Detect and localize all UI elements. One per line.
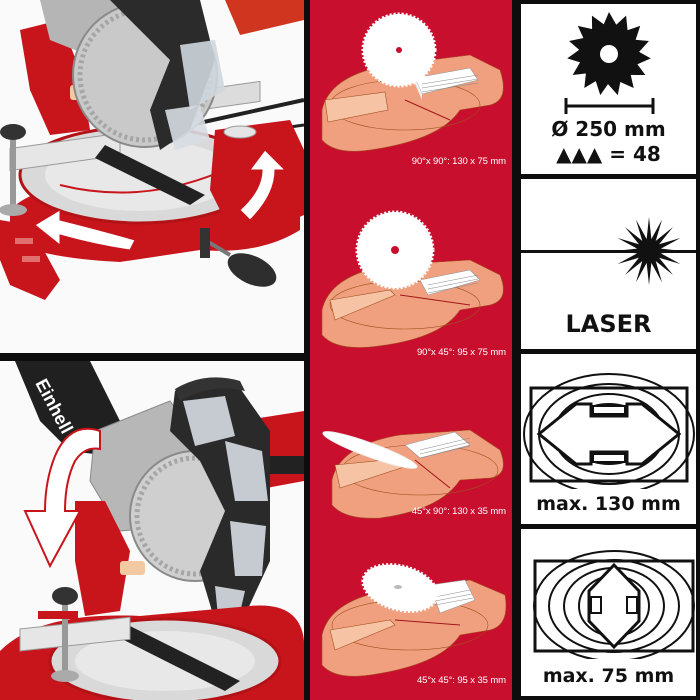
laser-spec-tile: LASER (521, 179, 696, 349)
bevel-tilt-photo: Einhell (0, 361, 304, 700)
miter-saw-turntable-illustration (0, 0, 304, 300)
miter-rotation-photo (0, 0, 304, 353)
diameter-dimension-icon (564, 98, 655, 114)
max-cut-width: max. 130 mm (536, 493, 681, 515)
cut-diagram-45x45: 45°x 45°: 95 x 35 mm (310, 525, 512, 700)
cut-label: 45°x 90°: 130 x 35 mm (411, 506, 506, 517)
cut-label: 90°x 90°: 130 x 75 mm (411, 156, 506, 167)
mitre-cut-illustration (321, 210, 504, 348)
bevel-cut-illustration (322, 429, 504, 519)
cut-capacity-column: 90°x 90°: 130 x 75 mm 90°x 45°: 95 x 75 … (310, 0, 512, 700)
straight-cut-illustration (321, 12, 504, 152)
saw-blade-tilted-icon (322, 431, 418, 469)
compound-cut-illustration (321, 563, 507, 677)
blade-spec-tile: Ø 250 mm ▲▲▲ = 48 (521, 4, 696, 174)
cut-label: 90°x 45°: 95 x 75 mm (416, 347, 506, 358)
saw-blade-white-icon (361, 563, 439, 613)
cut-diagram-45x90: 45°x 90°: 130 x 35 mm (310, 350, 512, 525)
max-width-spec-tile: max. 130 mm (521, 354, 696, 524)
max-cut-height: max. 75 mm (542, 665, 675, 687)
rotate-left-arrow-icon (34, 209, 136, 251)
laser-beam-line (521, 250, 696, 253)
laser-label: LASER (565, 310, 652, 338)
width-arrows-wood-icon (523, 373, 695, 489)
max-height-spec-tile: max. 75 mm (521, 529, 696, 696)
height-arrows-wood-icon (533, 550, 695, 659)
cut-label: 45°x 45°: 95 x 35 mm (416, 675, 506, 686)
saw-blade-white-icon (355, 210, 435, 290)
spec-icons-column: Ø 250 mm ▲▲▲ = 48 (517, 0, 700, 700)
saw-blade-icon (564, 12, 655, 114)
blade-teeth-count: ▲▲▲ = 48 (556, 142, 661, 166)
cut-diagram-90x45: 90°x 45°: 95 x 75 mm (310, 175, 512, 358)
miter-saw-bevel-illustration: Einhell (0, 361, 304, 700)
saw-blade-white-icon (361, 12, 437, 88)
cut-diagram-90x90: 90°x 90°: 130 x 75 mm (310, 0, 512, 175)
blade-diameter: Ø 250 mm (551, 117, 666, 141)
tilt-down-arrow-icon (23, 427, 101, 569)
laser-burst-icon (615, 217, 683, 285)
rotate-right-arrow-icon (239, 149, 287, 221)
